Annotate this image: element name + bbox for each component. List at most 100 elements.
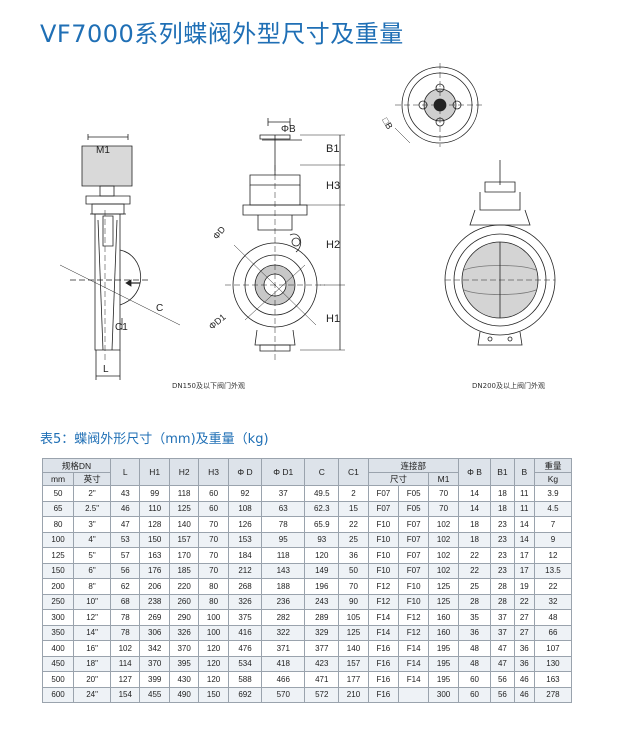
table-cell: 62 [110, 578, 141, 595]
table-cell: 125 [428, 593, 459, 610]
header-inch: 英寸 [73, 472, 112, 486]
table-cell: 60 [457, 686, 492, 703]
table-cell: 14" [73, 624, 112, 641]
table-cell: 102 [428, 531, 459, 548]
table-cell: 32 [533, 593, 573, 610]
table-cell: 22 [533, 578, 573, 595]
table-cell: 150 [198, 686, 229, 703]
label-phi-d: ΦD [211, 224, 228, 241]
table-cell: 65 [41, 500, 75, 517]
table-cell: 163 [533, 671, 573, 688]
table-cell: 157 [338, 655, 369, 672]
table-cell: F10 [398, 578, 430, 595]
table-cell: 160 [428, 624, 459, 641]
label-phi-d1: ΦD1 [207, 312, 228, 332]
table-cell: 48 [457, 640, 492, 657]
table-cell: F05 [398, 500, 430, 517]
header-h3: H3 [198, 458, 229, 486]
table-cell: 150 [139, 531, 170, 548]
table-cell: 588 [227, 671, 263, 688]
table-cell: 342 [139, 640, 170, 657]
table-cell: 170 [168, 547, 200, 564]
header-l: L [110, 458, 141, 486]
table-cell: 195 [428, 655, 459, 672]
table-cell: 56 [110, 562, 141, 579]
label-c: C [156, 303, 163, 314]
table-cell: 28 [490, 578, 515, 595]
table-cell: 27 [513, 609, 535, 626]
table-cell: 23 [490, 547, 515, 564]
table-cell: 471 [304, 671, 340, 688]
table-cell: 20" [73, 671, 112, 688]
table-cell: 37 [490, 624, 515, 641]
table-cell: 184 [227, 547, 263, 564]
table-cell: 28 [490, 593, 515, 610]
table-cell: 300 [428, 686, 459, 703]
table-cell: 80 [198, 593, 229, 610]
table-cell: 13.5 [533, 562, 573, 579]
table-cell: 36 [338, 547, 369, 564]
table-cell: 70 [198, 547, 229, 564]
header-c: C [304, 458, 340, 486]
table-cell: 395 [168, 655, 200, 672]
table-cell: F07 [398, 516, 430, 533]
table-cell: 28 [457, 593, 492, 610]
table-cell: 102 [110, 640, 141, 657]
table-cell: 185 [168, 562, 200, 579]
table-cell: 22 [457, 547, 492, 564]
table-cell: 19 [513, 578, 535, 595]
table-cell: 220 [168, 578, 200, 595]
table-cell: F12 [398, 624, 430, 641]
table-cell: 430 [168, 671, 200, 688]
table-cell: 37 [261, 485, 306, 502]
table-cell: 126 [227, 516, 263, 533]
table-cell: 100 [198, 624, 229, 641]
table-cell: 63 [261, 500, 306, 517]
table-cell: 476 [227, 640, 263, 657]
table-cell: 102 [428, 562, 459, 579]
table-cell: 37 [490, 609, 515, 626]
table-cell: 99 [139, 485, 170, 502]
table-title: 表5：蝶阀外形尺寸（mm)及重量（kg) [40, 432, 269, 447]
table-cell: 46 [513, 671, 535, 688]
table-cell: 15 [338, 500, 369, 517]
table-cell: 300 [41, 609, 75, 626]
table-cell: F14 [367, 609, 400, 626]
table-cell: 6" [73, 562, 112, 579]
table-cell: 7 [533, 516, 573, 533]
table-cell: 154 [110, 686, 141, 703]
table-cell: 70 [198, 516, 229, 533]
caption-large-valve: DN200及以上阀门外观 [472, 382, 545, 390]
page-title: VF7000系列蝶阀外型尺寸及重量 [40, 20, 404, 48]
table-cell: 50 [338, 562, 369, 579]
table-cell: 62.3 [304, 500, 340, 517]
table-cell: 127 [110, 671, 141, 688]
table-cell: 25 [338, 531, 369, 548]
spec-table: 规格DN L H1 H2 H3 Φ D Φ D1 C C1 连接部 Φ B B1… [41, 458, 573, 703]
table-cell: F16 [367, 671, 400, 688]
front-view-drawing: ΦB B1 H3 H2 H1 ΦD ΦD1 [207, 118, 345, 360]
header-m1: M1 [428, 472, 459, 486]
header-phi-d: Φ D [227, 458, 263, 486]
table-cell: 93 [304, 531, 340, 548]
table-cell: 100 [198, 609, 229, 626]
table-cell: 250 [41, 593, 75, 610]
table-cell: 282 [261, 609, 306, 626]
table-cell: 3.9 [533, 485, 573, 502]
table-cell: 140 [338, 640, 369, 657]
table-cell: F12 [367, 593, 400, 610]
table-cell: 600 [41, 686, 75, 703]
table-cell: 60 [457, 671, 492, 688]
table-cell: 60 [198, 500, 229, 517]
table-cell: 53 [110, 531, 141, 548]
table-cell: 18 [490, 485, 515, 502]
table-cell: 24" [73, 686, 112, 703]
table-cell: 70 [428, 485, 459, 502]
